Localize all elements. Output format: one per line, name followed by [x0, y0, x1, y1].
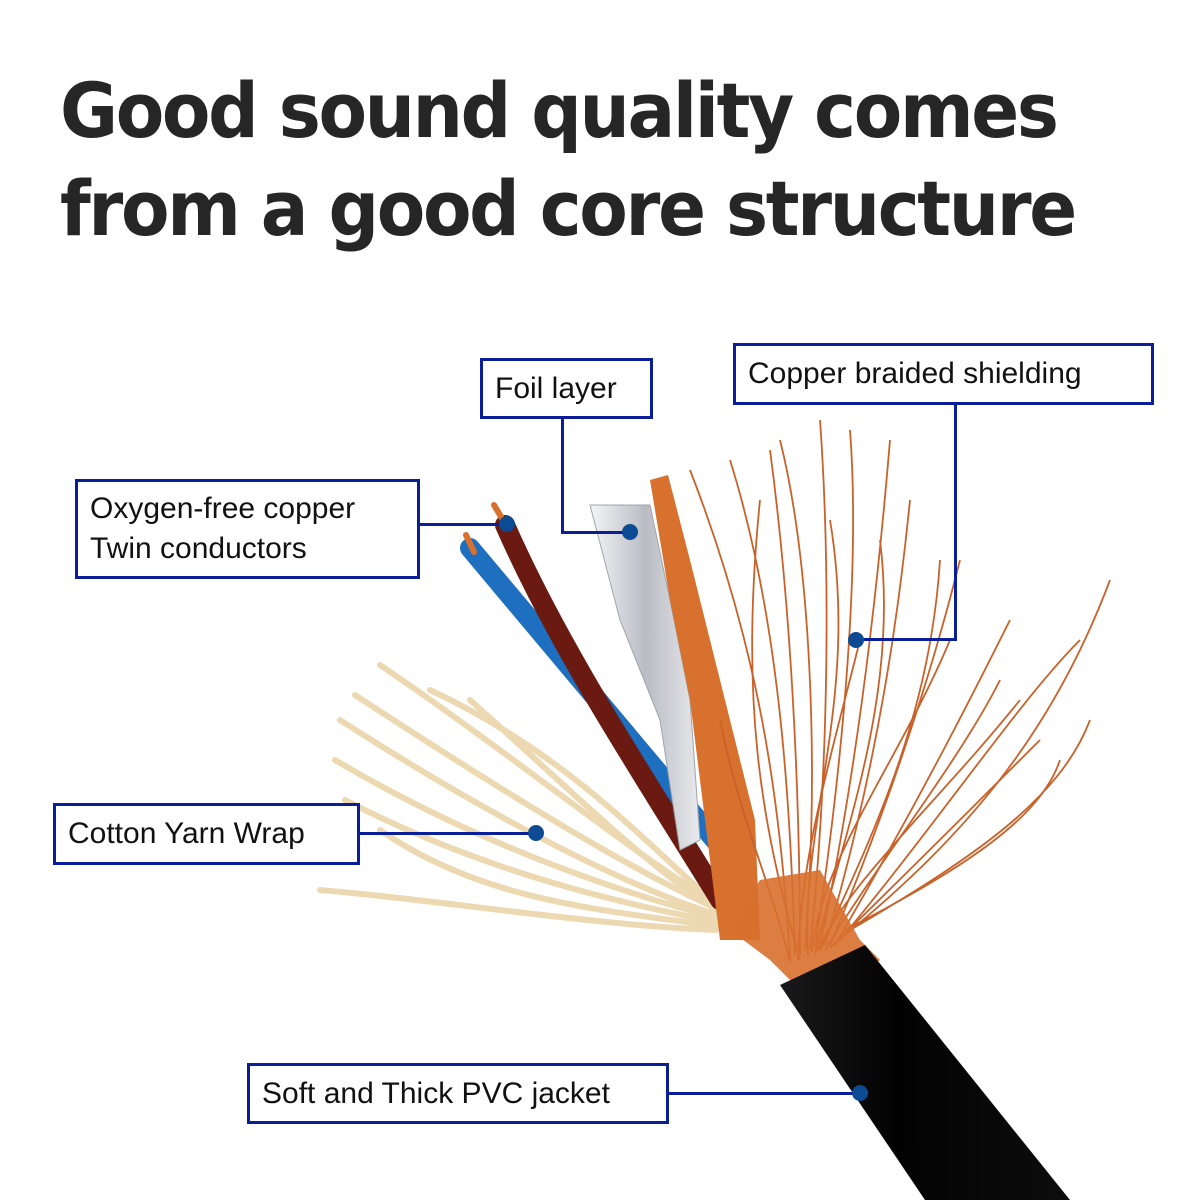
leader-line-conductors: [420, 523, 505, 526]
cotton-yarn-strands: [317, 662, 725, 933]
label-jacket-text: Soft and Thick PVC jacket: [262, 1076, 610, 1110]
copper-foil-strip: [650, 475, 760, 940]
leader-line-braid-horizontal: [858, 638, 957, 641]
label-cotton-text: Cotton Yarn Wrap: [68, 817, 305, 850]
marker-dot-jacket: [852, 1085, 868, 1101]
leader-line-foil-horizontal: [561, 531, 629, 534]
pvc-jacket-shape: [780, 945, 1070, 1200]
copper-braid-strands: [689, 419, 1111, 963]
marker-dot-conductors: [499, 516, 515, 532]
label-conductors: Oxygen-free copper Twin conductors: [75, 479, 420, 579]
title-line-1: Good sound quality comes: [60, 66, 1059, 155]
label-conductors-line-2: Twin conductors: [90, 532, 307, 565]
label-conductors-line-1: Oxygen-free copper: [90, 492, 356, 525]
leader-line-braid-vertical: [954, 405, 957, 640]
foil-layer-shape: [589, 504, 701, 851]
label-foil-text: Foil layer: [495, 371, 617, 405]
label-copper-braid: Copper braided shielding: [733, 343, 1154, 405]
label-cotton: Cotton Yarn Wrap: [53, 803, 360, 865]
label-foil: Foil layer: [480, 358, 653, 419]
marker-dot-cotton: [528, 825, 544, 841]
title-line-2: from a good core structure: [60, 164, 1077, 253]
marker-dot-copper-braid: [848, 632, 864, 648]
page-title: Good sound quality comes from a good cor…: [60, 62, 1083, 258]
marker-dot-foil: [622, 524, 638, 540]
leader-line-jacket: [669, 1092, 859, 1095]
label-jacket: Soft and Thick PVC jacket: [247, 1063, 669, 1124]
label-copper-braid-text: Copper braided shielding: [748, 357, 1082, 390]
leader-line-foil-vertical: [561, 419, 564, 533]
leader-line-cotton: [360, 832, 536, 835]
brown-conductor: [495, 515, 730, 910]
